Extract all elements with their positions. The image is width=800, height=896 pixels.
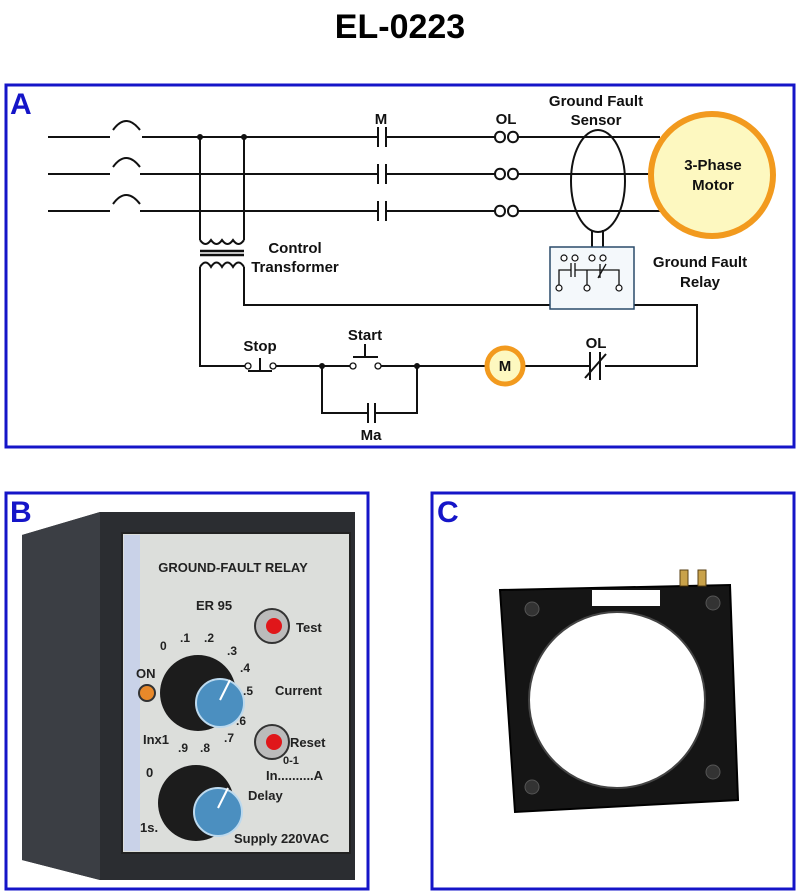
ground-fault-sensor	[570, 129, 626, 233]
panel-b: B GROUND-FAULT RELAY ER 95 Test Current …	[4, 491, 370, 891]
delay-max-label: 1s.	[140, 820, 158, 835]
label-sensor: Ground Fault	[549, 93, 643, 110]
reset-button[interactable]	[254, 724, 290, 760]
label-ol: OL	[496, 111, 517, 128]
supply-label: Supply 220VAC	[234, 831, 330, 846]
overload-icon	[494, 130, 520, 144]
scale-4: .4	[240, 661, 250, 675]
fuse-icon	[112, 120, 141, 205]
panel-letter: A	[10, 88, 32, 121]
scale-0: 0	[160, 639, 167, 653]
panel-letter: B	[10, 496, 32, 529]
label-transformer: Control	[268, 240, 321, 257]
current-knob[interactable]	[160, 655, 245, 731]
on-label: ON	[136, 666, 156, 681]
on-indicator-led	[138, 684, 156, 702]
scale-1: .1	[180, 631, 190, 645]
scale-8: .8	[200, 741, 210, 755]
scale-5: .5	[243, 684, 253, 698]
delay-label: Delay	[248, 788, 283, 803]
label-start: Start	[348, 327, 382, 344]
ol-nc-contact	[584, 352, 607, 380]
motor-coil	[484, 345, 526, 387]
label-motor: Motor	[692, 177, 734, 194]
transformer-secondary	[199, 261, 245, 269]
label-relay: Relay	[680, 274, 721, 291]
stop-button	[248, 358, 272, 372]
test-label: Test	[296, 620, 322, 635]
scale-3: .3	[227, 644, 237, 658]
scale-2: .2	[204, 631, 214, 645]
current-label: Current	[275, 683, 323, 698]
panel-a: A	[4, 83, 796, 449]
power-lines	[48, 120, 698, 423]
contact-ma	[321, 366, 418, 423]
label-ol-nc: OL	[586, 335, 607, 352]
ground-fault-relay-box	[549, 246, 635, 310]
label-ma: Ma	[361, 427, 382, 444]
transformer-primary	[199, 238, 245, 245]
label-relay: Ground Fault	[653, 254, 747, 271]
device-title: GROUND-FAULT RELAY	[158, 560, 308, 575]
range-top-label: 0-1	[283, 755, 299, 767]
motor	[648, 111, 776, 239]
delay-knob[interactable]	[158, 765, 243, 841]
delay-zero-label: 0	[146, 765, 153, 780]
scale-7: .7	[224, 731, 234, 745]
panel-letter: C	[437, 496, 459, 529]
label-m: M	[375, 111, 388, 128]
label-stop: Stop	[243, 338, 276, 355]
contact-m	[377, 127, 387, 221]
test-button[interactable]	[254, 608, 290, 644]
label-sensor: Sensor	[571, 112, 622, 129]
scale-9: .9	[178, 741, 188, 755]
range-label: In..........A	[266, 768, 324, 783]
label-motor: 3-Phase	[684, 157, 742, 174]
reset-label: Reset	[290, 735, 326, 750]
label-transformer: Transformer	[251, 259, 339, 276]
ground-fault-sensor-ct	[498, 569, 740, 814]
page-title: EL-0223	[335, 8, 465, 46]
scale-6: .6	[236, 714, 246, 728]
panel-c: C	[430, 491, 796, 891]
inx1-label: Inx1	[143, 732, 169, 747]
model-label: ER 95	[196, 598, 232, 613]
label-coil: M	[499, 358, 512, 375]
start-button	[353, 344, 378, 358]
